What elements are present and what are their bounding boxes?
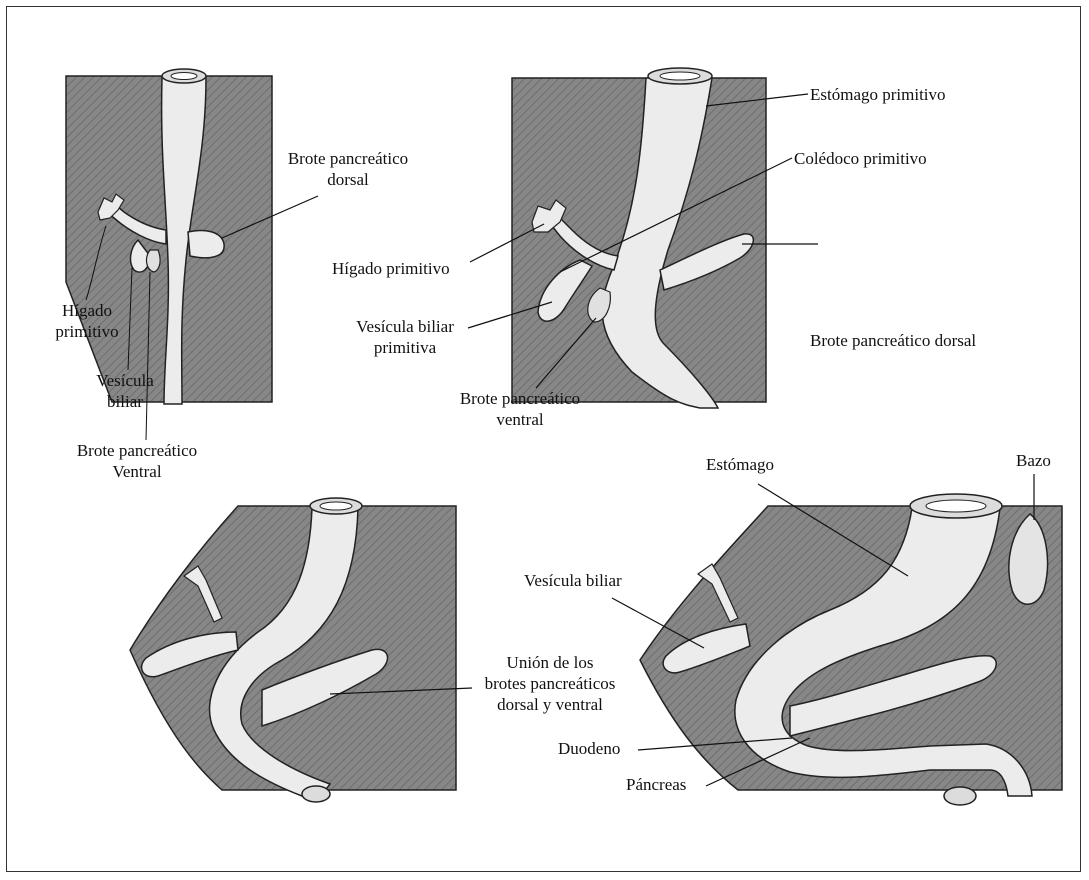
label-pancreas: Páncreas xyxy=(626,774,686,795)
label-line: Brote pancreático xyxy=(430,388,610,409)
panel-4-final xyxy=(612,474,1062,805)
label-line: primitiva xyxy=(340,337,470,358)
label-brote-pancreatico-dorsal-2: Brote pancreático dorsal xyxy=(810,330,976,351)
label-union-brotes: Unión de los brotes pancreáticos dorsal … xyxy=(462,652,638,715)
label-line: biliar xyxy=(70,391,180,412)
label-higado-primitivo: Hígado primitivo xyxy=(32,300,142,342)
label-line: Hígado xyxy=(32,300,142,321)
label-line: Brote pancreático xyxy=(44,440,230,461)
label-line: Unión de los xyxy=(462,652,638,673)
label-line: brotes pancreáticos xyxy=(462,673,638,694)
label-higado-primitivo-2: Hígado primitivo xyxy=(332,258,450,279)
label-line: dorsal y ventral xyxy=(462,694,638,715)
label-estomago: Estómago xyxy=(706,454,774,475)
label-vesicula-biliar-4: Vesícula biliar xyxy=(524,570,622,591)
dorsal-pancreatic-bud xyxy=(188,231,224,258)
label-duodeno: Duodeno xyxy=(558,738,620,759)
duodenum-opening xyxy=(944,787,976,805)
label-line: Vesícula biliar xyxy=(340,316,470,337)
label-line: Vesícula xyxy=(70,370,180,391)
label-estomago-primitivo: Estómago primitivo xyxy=(810,84,946,105)
label-line: primitivo xyxy=(32,321,142,342)
label-brote-pancreatico-ventral-2: Brote pancreático ventral xyxy=(430,388,610,430)
label-line: Ventral xyxy=(44,461,230,482)
label-coledoco-primitivo: Colédoco primitivo xyxy=(794,148,927,169)
label-line: ventral xyxy=(430,409,610,430)
gut-distal-opening xyxy=(302,786,330,802)
panel-3-fusion xyxy=(130,498,472,802)
label-brote-pancreatico-dorsal: Brote pancreático dorsal xyxy=(278,148,418,190)
label-line: Brote pancreático xyxy=(278,148,418,169)
label-bazo: Bazo xyxy=(1016,450,1051,471)
ventral-pancreatic-bud xyxy=(147,250,161,272)
panel-2-rotation xyxy=(468,68,818,408)
label-vesicula-biliar: Vesícula biliar xyxy=(70,370,180,412)
label-brote-pancreatico-ventral: Brote pancreático Ventral xyxy=(44,440,230,482)
label-line: dorsal xyxy=(278,169,418,190)
label-vesicula-biliar-primitiva: Vesícula biliar primitiva xyxy=(340,316,470,358)
